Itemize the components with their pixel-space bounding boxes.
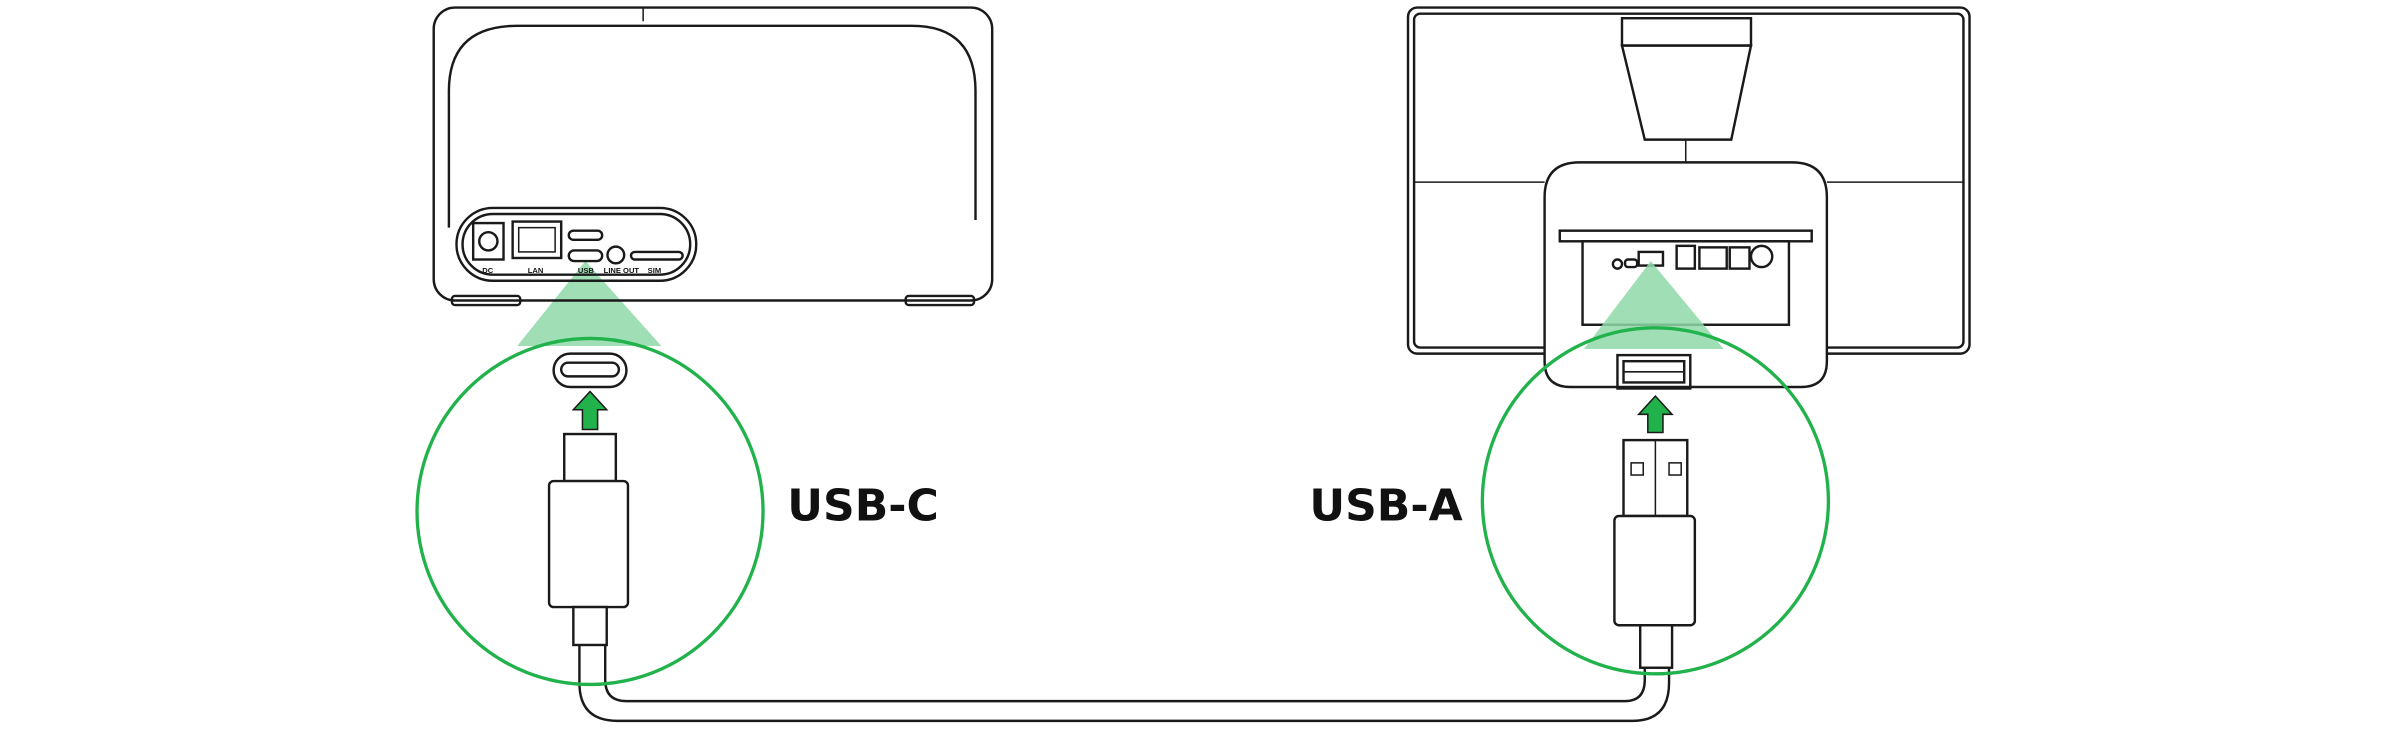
arrow-up-icon [1636, 394, 1674, 434]
left-device: DC LAN USB LINE OUT SIM [432, 6, 994, 307]
usb-c-plug [563, 432, 618, 483]
usb-c-receptacle [552, 352, 628, 389]
usb-a-detail: USB-A [1309, 326, 1831, 676]
right-highlight-beam [1584, 261, 1724, 350]
port-label-line-out: LINE OUT [604, 266, 640, 275]
port-label-lan: LAN [528, 266, 544, 275]
cable [578, 644, 1671, 723]
port-label-sim: SIM [648, 266, 661, 275]
left-highlight-beam [517, 261, 662, 347]
usb-c-label: USB-C [787, 481, 939, 532]
port-label-usb: USB [578, 266, 595, 275]
usb-a-label: USB-A [1309, 481, 1462, 532]
usb-c-detail: USB-C [415, 336, 939, 687]
port-label-dc: DC [482, 266, 493, 275]
usb-a-receptacle [1616, 353, 1692, 390]
arrow-up-icon [571, 390, 609, 431]
